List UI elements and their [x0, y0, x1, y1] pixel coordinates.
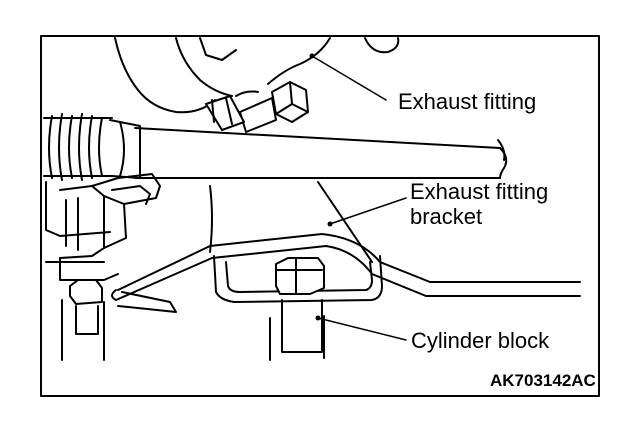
left-clamp-assembly: [45, 173, 161, 281]
label-cylinder-block: Cylinder block: [411, 328, 550, 353]
leader-exhaust-fitting-bracket: [329, 197, 407, 225]
left-lower-bolt: [61, 279, 177, 361]
rubber-boot: [43, 113, 141, 181]
engine-housing: [114, 37, 400, 114]
exhaust-fitting-bolt: [205, 81, 309, 133]
label-exhaust-fitting: Exhaust fitting: [398, 89, 537, 114]
figure-frame: [40, 35, 600, 397]
cylinder-block-bolt: [269, 257, 325, 361]
leader-exhaust-fitting: [311, 55, 387, 101]
label-exhaust-fitting-bracket-line1: Exhaust fitting: [410, 179, 549, 204]
label-exhaust-fitting-bracket-line2: bracket: [410, 204, 483, 229]
figure-code: AK703142AC: [490, 371, 596, 390]
exhaust-pipe: [134, 127, 508, 179]
leader-cylinder-block: [317, 317, 407, 341]
